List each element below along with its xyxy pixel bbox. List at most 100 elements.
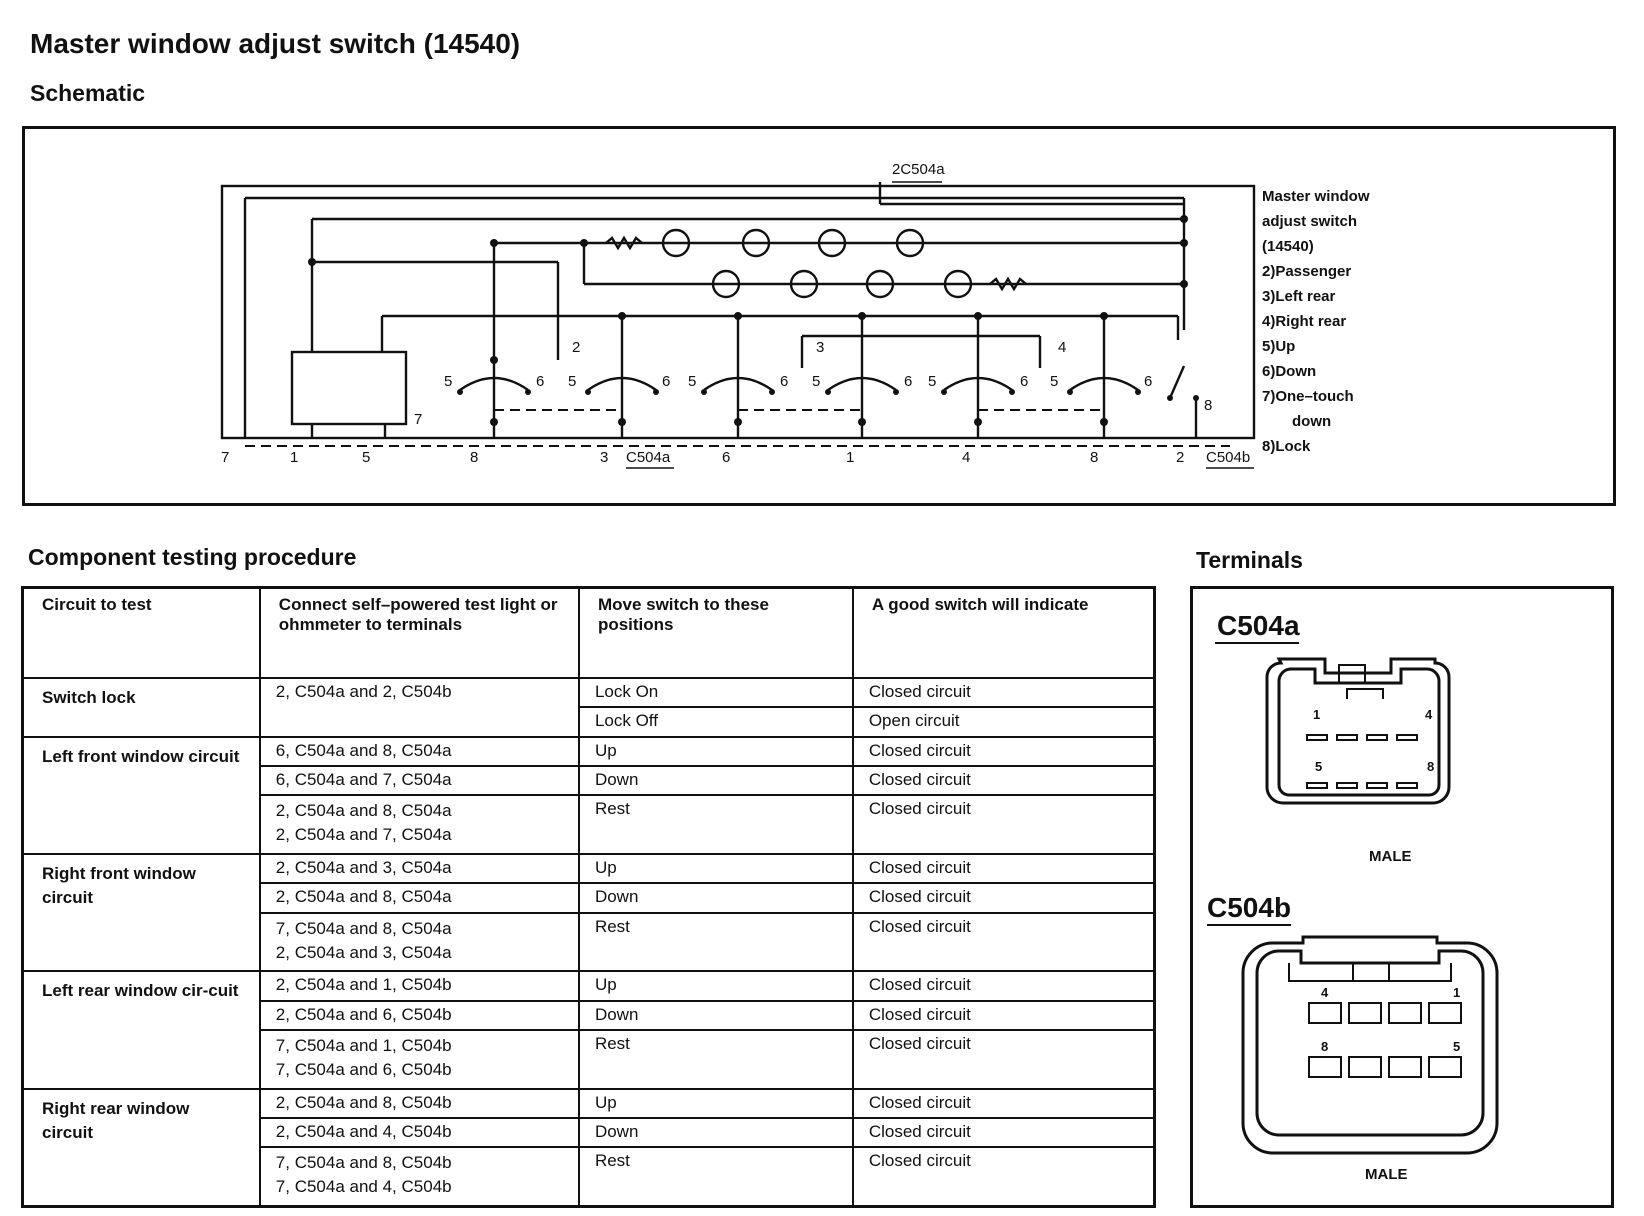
result-cell: Closed circuit [851,764,1156,797]
position-cell: Down [577,999,854,1031]
column-header: A good switch will indicate [851,586,1156,679]
result-cell: Closed circuit [851,1087,1156,1119]
gender-label: MALE [1369,848,1412,865]
result-cell: Closed circuit [851,794,1156,855]
connector-c504a-label: C504a [626,449,671,466]
switch-number: 8 [1204,397,1212,414]
position-cell: Up [577,852,854,885]
legend-line: 8)Lock [1262,438,1311,455]
table-row: 7, C504a and 8, C504a 2, C504a and 3, C5… [23,911,1156,973]
pin-label: 1 [290,449,298,466]
pin-label: 5 [362,449,370,466]
contact-label: 5 [928,373,936,390]
pin-label: 1 [846,449,854,466]
schematic-heading: Schematic [30,80,146,106]
position-cell: Rest [577,1146,854,1208]
connector-name: C504a [1217,610,1300,641]
pin-label: 1 [1453,985,1460,1000]
table-row: 2, C504a and 8, C504a 2, C504a and 7, C5… [23,794,1156,855]
connector-label: 2C504a [892,161,945,178]
circuit-cell: Right front window circuit [21,852,261,973]
table-row: Switch lock 2, C504a and 2, C504b Lock O… [21,676,1156,738]
pin-label: 1 [1313,707,1320,722]
result-cell: Closed circuit [851,999,1156,1031]
column-header: Connect self–powered test light or ohmme… [258,586,580,679]
table-row: 2, C504a and 4, C504b Down Closed circui… [23,1116,1156,1149]
legend-line: 7)One–touch [1262,388,1354,405]
position-cell: Up [577,1087,854,1119]
circuit-cell: Left front window circuit [21,735,261,855]
contact-label: 5 [1050,373,1058,390]
contact-label: 6 [662,373,670,390]
contact-label: 5 [444,373,452,390]
pin-label: 6 [722,449,730,466]
result-cell: Closed circuit [851,1028,1156,1090]
pin-label: 8 [1427,759,1434,774]
pin-label: 4 [1425,707,1433,722]
table-row: Right rear window circuit 2, C504a and 8… [21,1087,1156,1208]
gender-label: MALE [1365,1166,1408,1183]
switch-number: 3 [816,339,824,356]
legend-line: 3)Left rear [1262,288,1336,305]
pin-label: 4 [1321,985,1329,1000]
legend-line: down [1292,413,1332,430]
legend-line: adjust switch [1262,213,1358,230]
legend-line: 5)Up [1262,338,1296,355]
terminals-cell: 2, C504a and 4, C504b [258,1116,580,1149]
connector-diagrams: C504a C504b 1 4 5 8 MALE [1207,610,1499,1183]
result-cell: Closed circuit [851,1146,1156,1208]
legend-line: 6)Down [1262,363,1317,380]
column-header: Move switch to these positions [577,586,854,679]
contact-label: 6 [536,373,544,390]
schematic-diagram: 2C504a 2 3 4 7 8 5 6 5 6 5 6 5 6 5 6 5 6… [220,161,1256,469]
table-row: 7, C504a and 8, C504b 7, C504a and 4, C5… [23,1146,1156,1208]
connector-name: C504b [1207,892,1291,923]
position-cell: Up [577,970,854,1002]
connector-c504a-outline [1265,657,1451,805]
result-cell: Closed circuit [851,911,1156,973]
terminals-cell: 2, C504a and 2, C504b [258,677,580,738]
component-testing-table: Circuit to test Connect self–powered tes… [21,586,1156,1208]
table-row: 2, C504a and 8, C504a Down Closed circui… [23,882,1156,914]
terminals-cell: 2, C504a and 6, C504b [258,999,580,1031]
table-row: 6, C504a and 7, C504a Down Closed circui… [23,764,1156,797]
terminals-cell: 2, C504a and 8, C504b [258,1087,580,1119]
schematic-frame [22,126,1616,506]
switch-number: 2 [572,339,580,356]
result-cell: Closed circuit [851,676,1156,709]
pin-label: 7 [221,449,229,466]
page-title: Master window adjust switch (14540) [30,28,521,59]
contact-label: 5 [812,373,820,390]
contact-label: 6 [780,373,788,390]
result-cell: Closed circuit [851,852,1156,885]
pin-label: 8 [1321,1039,1328,1054]
terminals-cell: 2, C504a and 8, C504a [258,882,580,914]
position-cell: Down [577,882,854,914]
table-row: Lock Off Open circuit [23,706,1156,738]
pin-label: 8 [1090,449,1098,466]
pin-label: 2 [1176,449,1184,466]
position-cell: Rest [577,794,854,855]
table-row: 7, C504a and 1, C504b 7, C504a and 6, C5… [23,1028,1156,1090]
pin-label: 3 [600,449,608,466]
terminals-cell: 6, C504a and 8, C504a [258,735,580,767]
switch-number: 4 [1058,339,1066,356]
c504a-pins [1306,734,1418,789]
schematic-legend: Master window adjust switch (14540) 2)Pa… [1262,184,1370,459]
result-cell: Closed circuit [851,735,1156,767]
pin-label: 5 [1315,759,1322,774]
terminals-cell: 2, C504a and 3, C504a [258,852,580,885]
result-cell: Open circuit [851,706,1156,738]
result-cell: Closed circuit [851,970,1156,1002]
terminals-cell: 7, C504a and 8, C504b 7, C504a and 4, C5… [258,1146,580,1208]
position-cell: Lock On [577,676,854,709]
result-cell: Closed circuit [851,882,1156,914]
pin-label: 8 [470,449,478,466]
contact-label: 5 [568,373,576,390]
position-cell: Lock Off [577,706,854,738]
contact-label: 6 [904,373,912,390]
table-row: Right front window circuit 2, C504a and … [21,852,1156,973]
pin-label: 4 [962,449,970,466]
result-cell: Closed circuit [851,1116,1156,1149]
switch-number: 7 [414,411,422,428]
